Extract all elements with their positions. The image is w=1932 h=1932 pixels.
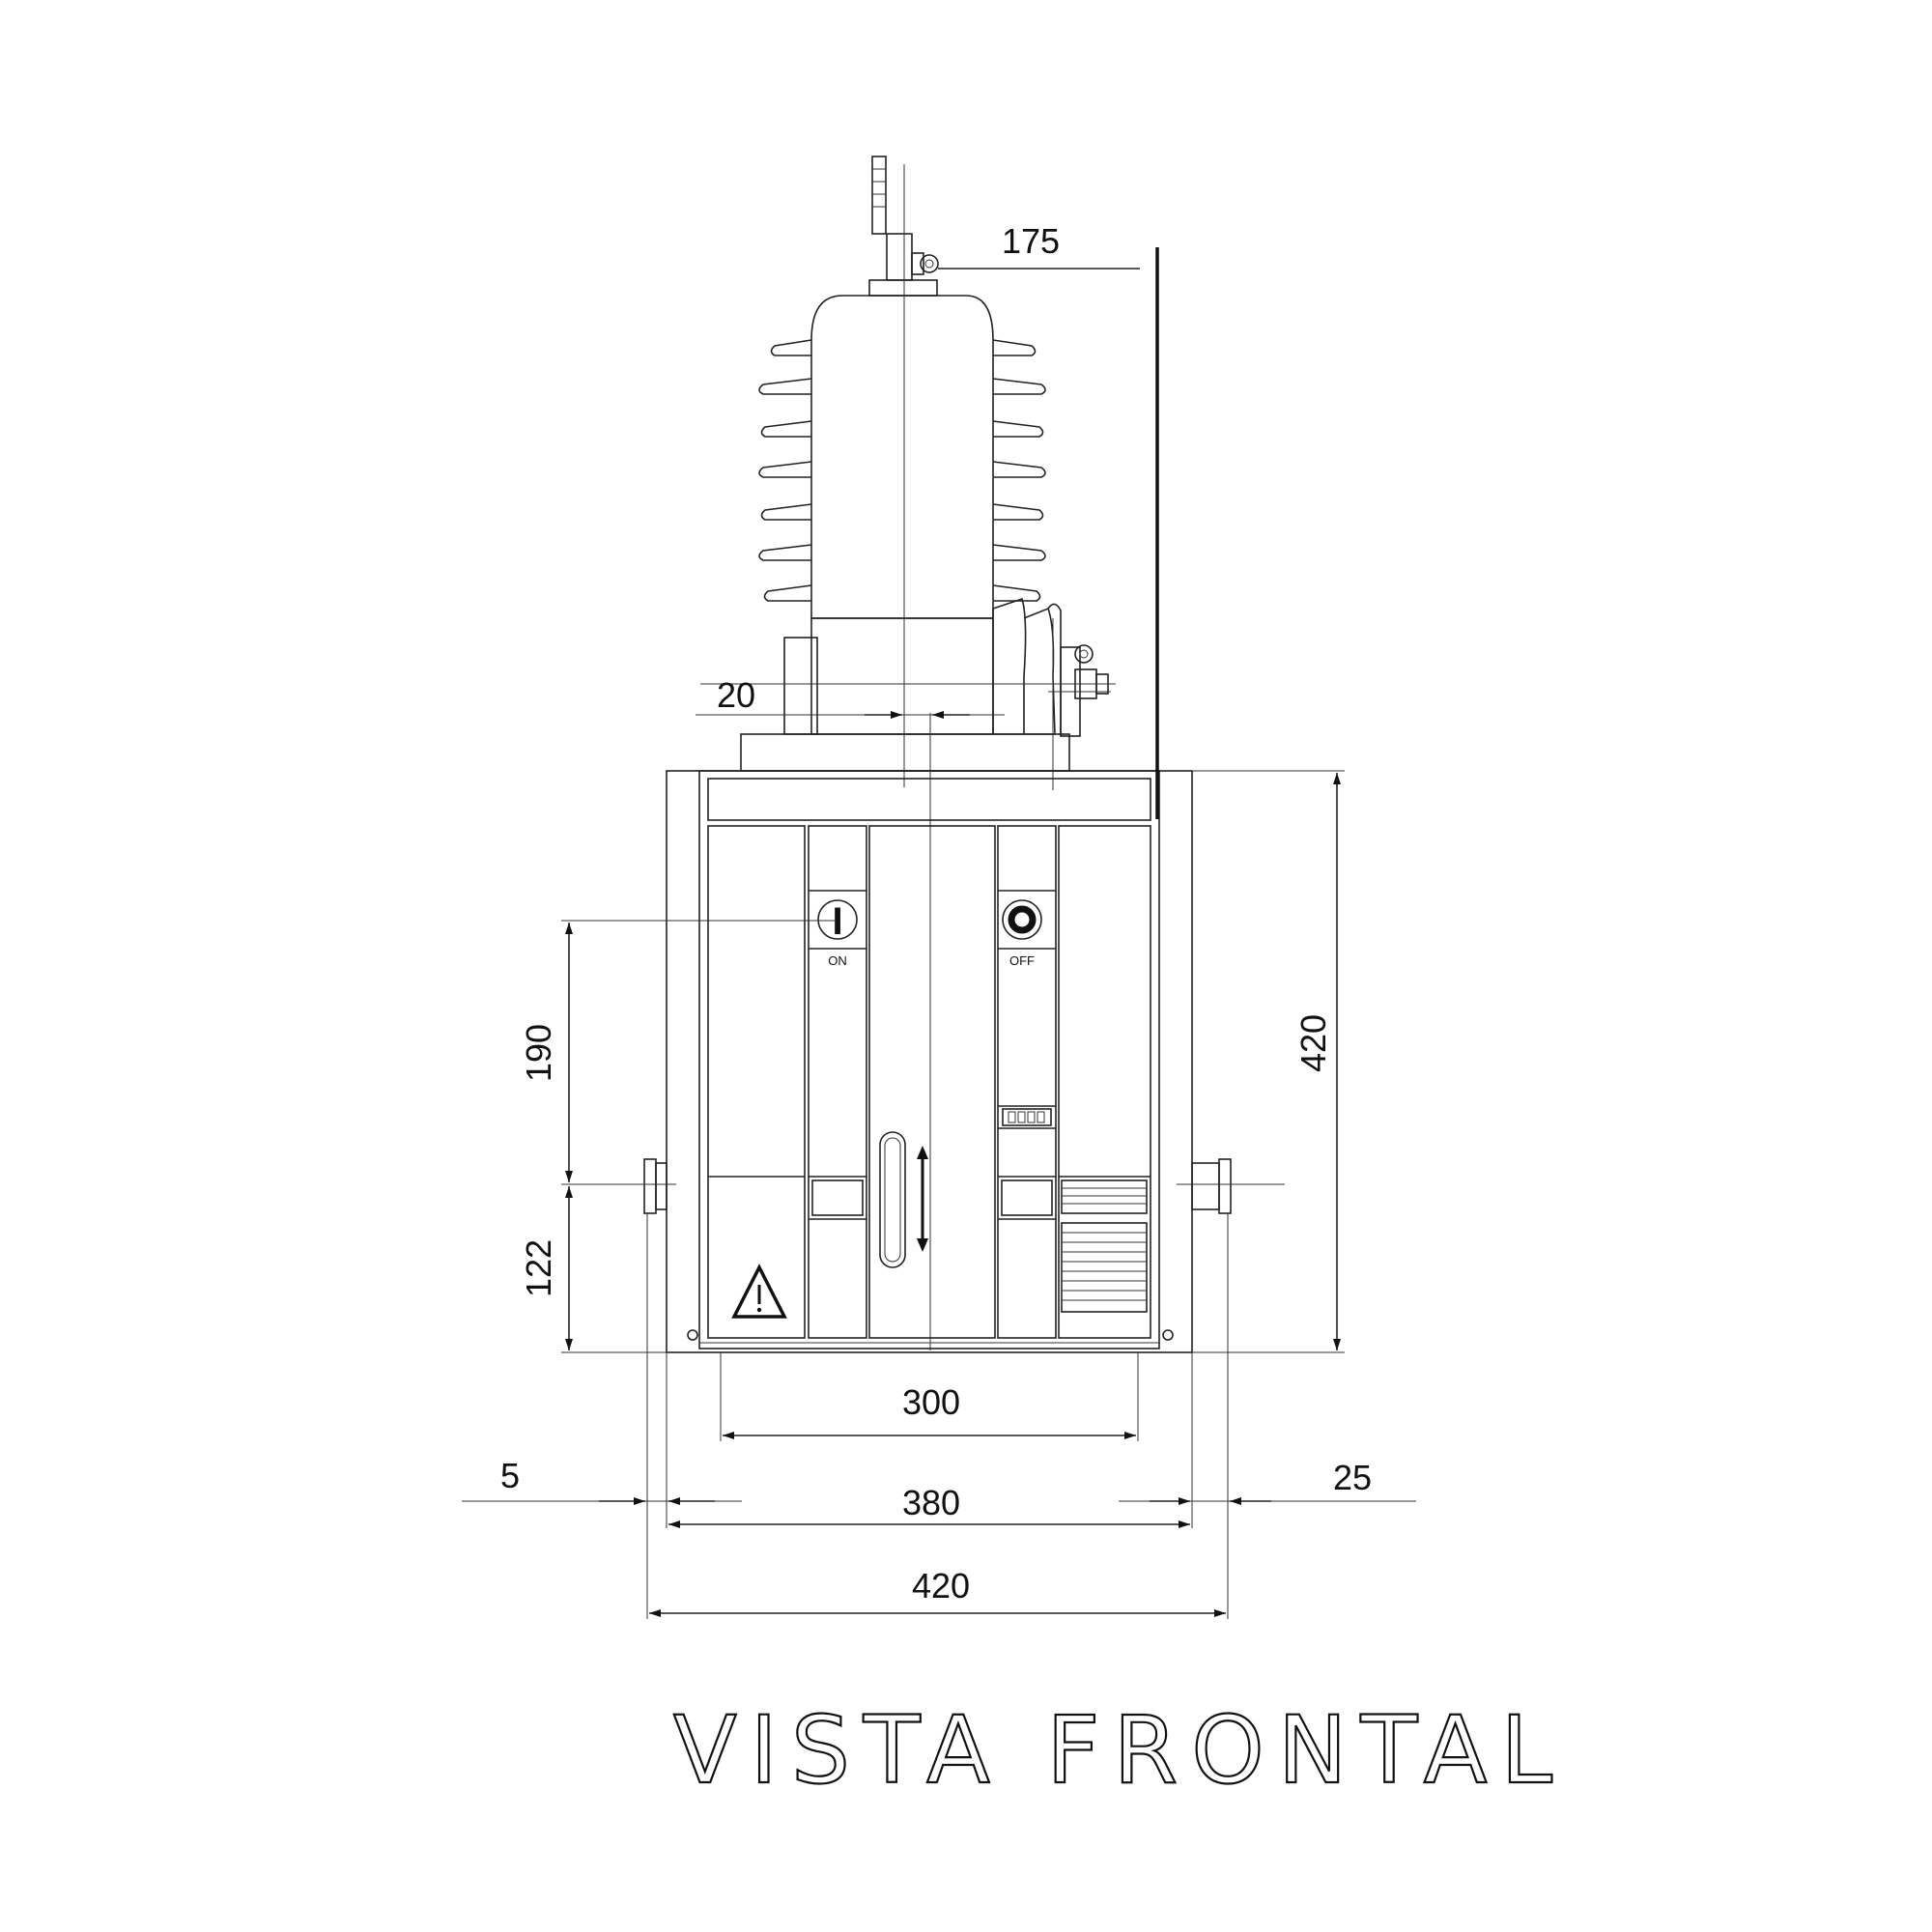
dim-handle-base: 122 [519,1239,558,1297]
dim-inner-width: 300 [902,1382,960,1422]
off-label: OFF [1009,953,1035,968]
ventilation-grille [1061,1179,1148,1313]
insulator-base [810,617,994,735]
terminal-rod [871,156,887,235]
right-foot [1218,1158,1232,1214]
screw-bottom-left [687,1329,698,1341]
operation-counter [1002,1108,1052,1126]
panel-center [868,825,996,1339]
dim-top-offset: 175 [1002,221,1060,261]
dim-center-offset: 20 [717,675,755,715]
top-strip [707,778,1151,821]
insulator-assembly [740,156,1111,772]
terminal-bolt [920,254,939,273]
off-button[interactable] [1002,899,1042,940]
panel-off [997,825,1057,1339]
dim-total-height: 420 [1293,1014,1333,1072]
terminal-nut [868,279,938,297]
panel-on [808,825,867,1339]
screw-bottom-right [1162,1329,1174,1341]
cabinet-outer [666,770,1193,1353]
panel-right [1058,825,1151,1339]
side-arrester [992,597,1027,735]
on-button[interactable]: I [817,899,858,943]
dim-cabinet-width: 380 [902,1483,960,1522]
up-down-arrow-icon [917,1146,928,1252]
terminal-block [886,233,913,281]
insulator-sheds [758,339,1046,602]
on-label: ON [828,953,847,968]
dim-handle-height: 190 [519,1024,558,1082]
cabinet: I ON OFF [643,770,1232,1353]
left-foot [643,1158,657,1214]
cabinet-front-panel [698,770,1160,1350]
on-symbol: I [832,900,842,943]
dim-total-width: 420 [912,1566,970,1605]
insulator-base-left [783,637,818,735]
insulator-body [810,295,994,619]
dim-right-gap: 25 [1333,1458,1372,1497]
handle-slot[interactable] [879,1131,906,1268]
insulator-plinth [740,733,1070,772]
warning-icon [731,1264,787,1319]
dim-left-gap: 5 [500,1456,520,1495]
drawing-title: VISTA FRONTAL [673,1696,1566,1804]
panel-left [707,825,806,1339]
side-terminal-bolt [1074,644,1094,664]
